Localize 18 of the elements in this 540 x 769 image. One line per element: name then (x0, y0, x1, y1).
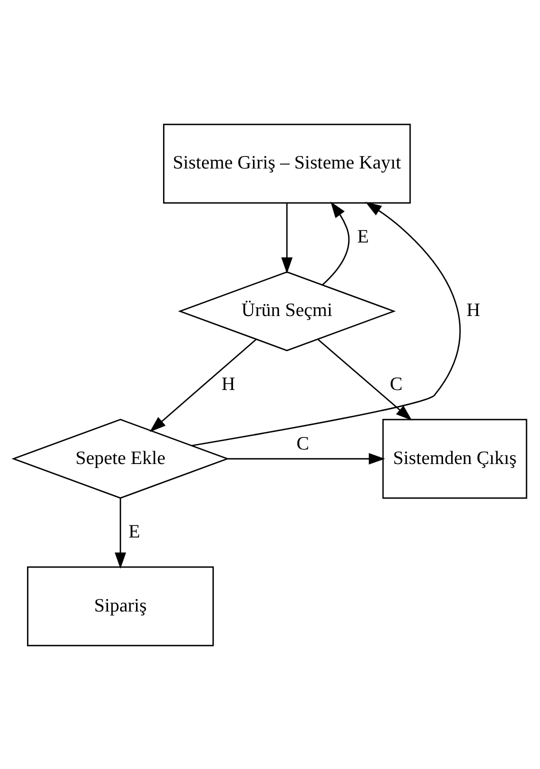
edge-label: E (128, 521, 140, 542)
node-diamond: Ürün Seçmi (178, 270, 396, 351)
node-box: Sisteme Giriş – Sisteme Kayıt (163, 123, 411, 204)
edge-label: E (357, 226, 369, 247)
node-box: Sipariş (27, 566, 214, 646)
arrow (192, 201, 460, 446)
edge-label: H (222, 374, 236, 395)
edge-label: H (466, 300, 480, 321)
arrow (281, 202, 293, 274)
node-diamond: Sepete Ekle (12, 418, 230, 498)
arrow (150, 338, 256, 432)
edge-label: C (390, 374, 403, 395)
arrow (228, 452, 386, 464)
arrow (322, 201, 350, 285)
arrow (318, 338, 412, 420)
edge-label: C (296, 433, 310, 454)
arrow (114, 498, 126, 568)
node-box: Sistemden Çıkış (382, 418, 528, 498)
